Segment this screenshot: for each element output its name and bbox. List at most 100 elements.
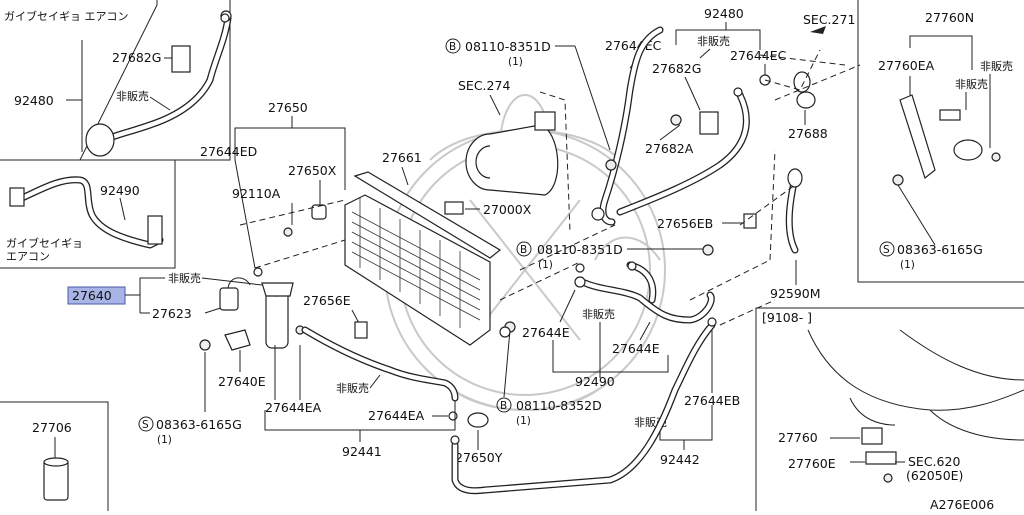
receiver-tank-icon xyxy=(265,289,289,349)
callout-92480: 92480 xyxy=(704,6,744,21)
callout-hanbai-top: 非販売 xyxy=(697,35,730,48)
s-marker-a-text: S xyxy=(142,419,149,431)
callout-27656EB: 27656EB xyxy=(657,216,713,231)
label-plate-icon xyxy=(444,201,464,215)
callout-27682A: 27682A xyxy=(645,141,694,156)
callout-08363-6165G-b: 08363-6165G xyxy=(897,242,983,257)
callout-27706: 27706 xyxy=(32,420,72,435)
callout-27760EA: 27760EA xyxy=(878,58,935,73)
center-callouts: 27656E 非販売 27644EA 27644EA 92441 B 08110… xyxy=(264,293,602,465)
inset-top-left: ガイブセイギョ エアコン 27682G 92480 非販売 xyxy=(4,9,232,157)
top-callouts: 92480 SEC.271 27644EC 27644EC 非販売 27682G… xyxy=(445,6,855,156)
callout-hanbai-27760a: 非販売 xyxy=(980,60,1013,73)
callout-hanbai-inset: 非販売 xyxy=(116,90,149,103)
callout-08363-6165G-a: 08363-6165G xyxy=(156,417,242,432)
callout-27644E-a: 27644E xyxy=(522,325,570,340)
arrow-icon xyxy=(810,26,826,34)
callout-sec620: SEC.620 xyxy=(908,454,960,469)
callout-27656E: 27656E xyxy=(303,293,351,308)
callout-92110A: 92110A xyxy=(232,186,281,201)
callout-08363-6165G-b-qty: (1) xyxy=(900,259,915,271)
callout-92441: 92441 xyxy=(342,444,382,459)
bushing-icon xyxy=(467,412,489,428)
callout-92480-inset: 92480 xyxy=(14,93,54,108)
inset-top-right: 27760N 27760EA 非販売 非販売 S 08363-6165G (1) xyxy=(878,10,1013,271)
bracket-27656E-icon xyxy=(354,321,368,339)
bracket-27656EB-icon xyxy=(743,213,757,229)
right-center-callouts: 27656EB B 08110-8351D (1) 27644E 非販売 276… xyxy=(516,213,821,467)
receiver-drier-group: 27640 非販売 27623 27640E S 08363-6165G (1) xyxy=(67,267,305,446)
bolt-icon xyxy=(605,159,617,171)
callout-9108: [9108- ] xyxy=(762,310,812,325)
callout-27000X: 27000X xyxy=(483,202,532,217)
s-marker-icon xyxy=(879,241,895,257)
inset-label-line2: エアコン xyxy=(6,250,50,263)
callout-27688: 27688 xyxy=(788,126,828,141)
callout-27640: 27640 xyxy=(72,288,112,303)
callout-27644E-b: 27644E xyxy=(612,341,660,356)
callout-27644EB: 27644EB xyxy=(684,393,740,408)
bracket-27682G-icon xyxy=(699,111,719,135)
callout-27682G-inset: 27682G xyxy=(112,50,161,65)
s-marker-a-icon xyxy=(138,416,154,432)
callout-92490-inset: 92490 xyxy=(100,183,140,198)
reference-lines xyxy=(239,49,861,326)
sensor-icon xyxy=(861,427,883,445)
callout-08363-6165G-a-qty: (1) xyxy=(157,434,172,446)
callout-92442: 92442 xyxy=(660,452,700,467)
b-marker-c-text: B xyxy=(500,400,507,412)
b-marker-b-text: B xyxy=(520,244,527,256)
callout-27682G: 27682G xyxy=(652,61,701,76)
pressure-switch-icon xyxy=(219,287,239,311)
callout-hanbai-mid: 非販売 xyxy=(582,308,615,321)
callout-27644EC-a: 27644EC xyxy=(605,38,662,53)
sensor-connector-icon xyxy=(9,187,25,207)
callout-27760N: 27760N xyxy=(925,10,974,25)
callout-08110-8351D-a-qty: (1) xyxy=(508,56,523,68)
callout-27623: 27623 xyxy=(152,306,192,321)
callout-27644EA-a: 27644EA xyxy=(265,400,322,415)
callout-27650: 27650 xyxy=(268,100,308,115)
callout-27644EA-b: 27644EA xyxy=(368,408,425,423)
callout-08110-8352D-qty: (1) xyxy=(516,415,531,427)
callout-27650Y: 27650Y xyxy=(455,450,503,465)
callout-sec620-sub: (62050E) xyxy=(906,468,963,483)
callout-sec274: SEC.274 xyxy=(458,78,510,93)
inset-label-line1: ガイブセイギョ xyxy=(6,236,83,250)
callout-27644EC-b: 27644EC xyxy=(730,48,787,63)
diagram-code: A276E006 xyxy=(930,497,994,511)
inset-label-gaibu-aircon: ガイブセイギョ エアコン xyxy=(4,9,129,23)
seal-strip xyxy=(353,171,502,259)
callout-27760: 27760 xyxy=(778,430,818,445)
inset-mid-left: 92490 ガイブセイギョ エアコン xyxy=(6,176,164,263)
condenser-assembly: 27650 27644ED 27661 27650X 92110A 27000X xyxy=(200,100,532,346)
callout-27640E: 27640E xyxy=(218,374,266,389)
callout-hanbai-27640: 非販売 xyxy=(168,272,201,285)
callout-27760E: 27760E xyxy=(788,456,836,471)
mount-bracket-icon xyxy=(899,94,936,180)
fitting-icon xyxy=(85,123,115,157)
compressor-icon xyxy=(465,111,559,196)
callout-08110-8352D: 08110-8352D xyxy=(516,398,602,413)
fittings xyxy=(220,13,816,445)
callout-hanbai-bottom: 非販売 xyxy=(336,382,369,395)
callout-08110-8351D-b-qty: (1) xyxy=(538,259,553,271)
callout-08110-8351D-b: 08110-8351D xyxy=(537,242,623,257)
callout-27644ED: 27644ED xyxy=(200,144,257,159)
bracket-icon xyxy=(171,45,191,73)
callout-27650X: 27650X xyxy=(288,163,337,178)
inset-bottom-left: 27706 xyxy=(32,420,72,501)
callout-sec271: SEC.271 xyxy=(803,12,855,27)
callout-08110-8351D-a: 08110-8351D xyxy=(465,39,551,54)
callout-27661: 27661 xyxy=(382,150,422,165)
callout-92490: 92490 xyxy=(575,374,615,389)
ambient-sensor-icon xyxy=(953,139,983,161)
callout-92590M: 92590M xyxy=(770,286,821,301)
s-marker-text: S xyxy=(883,244,890,256)
b-marker-a-text: B xyxy=(449,41,456,53)
callout-hanbai-27760b: 非販売 xyxy=(955,78,988,91)
bolt-27682A-icon xyxy=(670,114,682,126)
inset-lower-right: [9108- ] 27760 27760E SEC.620 (62050E) A… xyxy=(762,310,1024,512)
